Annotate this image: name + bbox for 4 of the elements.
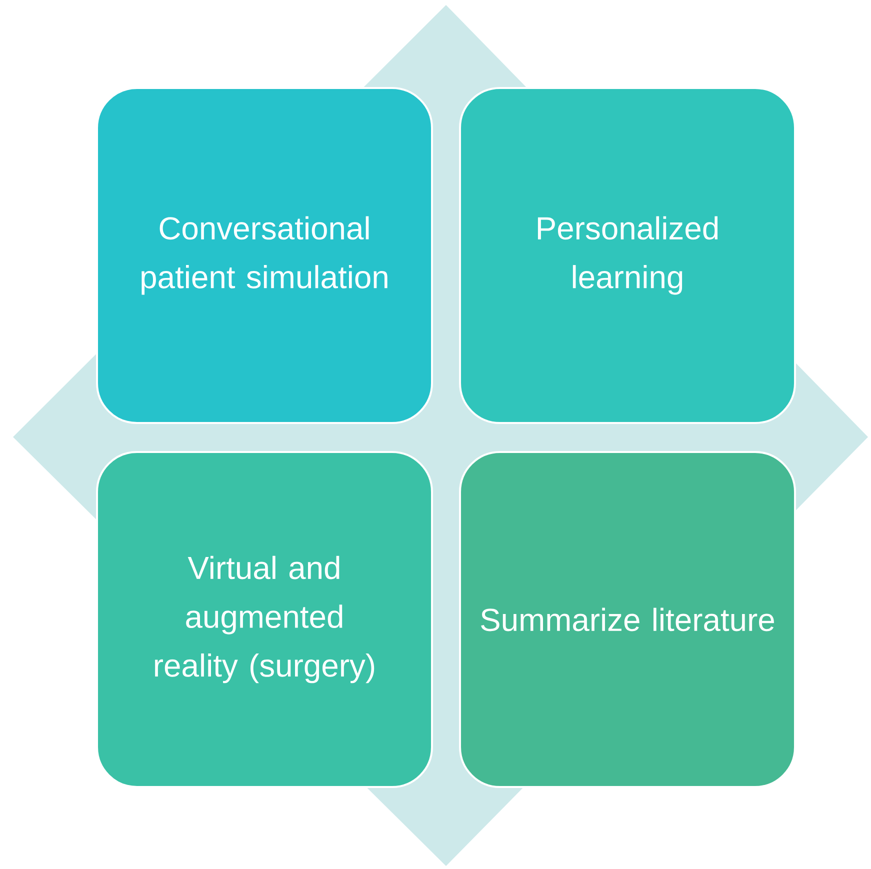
text-box: Summarize literature: [459, 451, 796, 788]
text-box: Conversational patient simulation: [96, 87, 433, 424]
text-box: Virtual and augmented reality (surgery): [96, 451, 433, 788]
text-box: Personalized learning: [459, 87, 796, 424]
